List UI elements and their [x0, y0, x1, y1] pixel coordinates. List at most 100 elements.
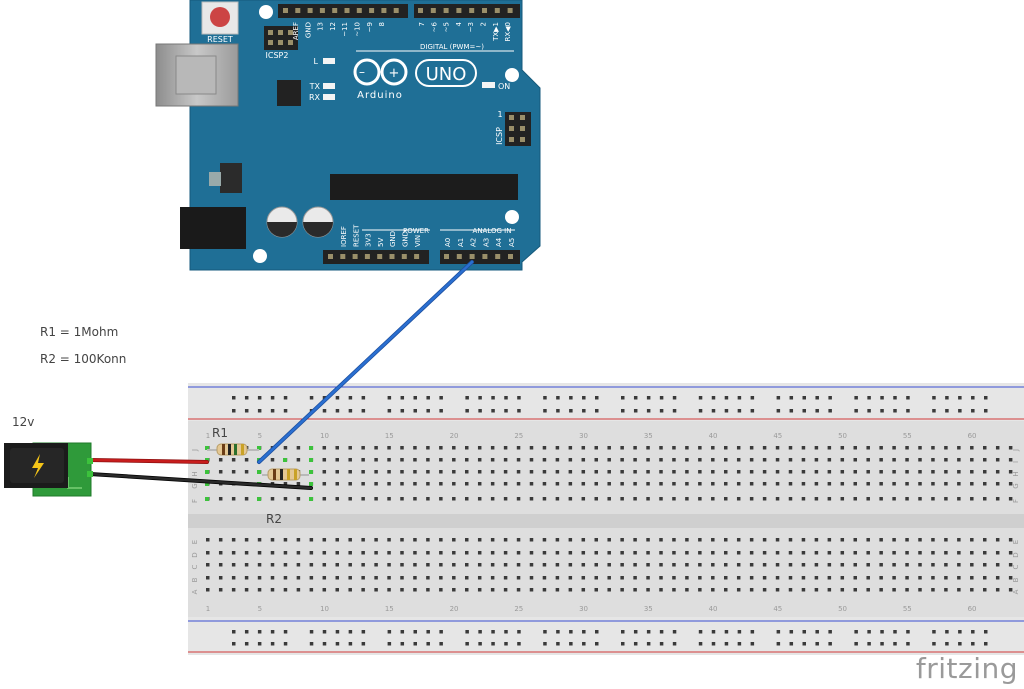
rail-hole: [387, 642, 392, 646]
breadboard-hole: [814, 482, 819, 486]
r1-value-note: R1 = 1Mohm: [40, 325, 119, 339]
column-number: 45: [773, 432, 782, 440]
rail-hole: [232, 642, 236, 646]
breadboard-hole: [452, 538, 456, 542]
rail-hole: [569, 409, 573, 413]
breadboard-hole: [490, 576, 495, 580]
breadboard-hole: [374, 482, 378, 486]
breadboard-hole: [529, 470, 534, 474]
breadboard-hole: [374, 458, 378, 462]
breadboard-hole: [1008, 470, 1013, 474]
header-pin: [393, 8, 399, 13]
breadboard-hole: [892, 458, 896, 462]
rail-hole: [361, 642, 366, 646]
breadboard-hole: [931, 458, 935, 462]
resistor-r2[interactable]: [262, 468, 309, 481]
breadboard-hole: [698, 588, 702, 592]
breadboard-hole: [931, 470, 935, 474]
breadboard-hole: [374, 576, 378, 580]
breadboard-hole: [918, 446, 922, 450]
dc-power-jack[interactable]: [4, 442, 93, 497]
breadboard-hole: [736, 538, 741, 542]
breadboard-hole: [814, 588, 819, 592]
arduino-uno-board[interactable]: RESET ICSP2 L TX RX – + UNO Arduino: [155, 0, 541, 271]
rail-hole: [478, 396, 482, 400]
breadboard-hole: [555, 470, 560, 474]
breadboard-hole: [206, 551, 210, 555]
breadboard-hole: [853, 576, 857, 580]
header-pin: [295, 8, 301, 13]
wire-black-gnd[interactable]: [88, 472, 313, 490]
breadboard-hole: [711, 576, 715, 580]
breadboard-hole: [387, 497, 391, 501]
header-pin: [381, 8, 387, 13]
breadboard-hole: [1008, 551, 1013, 555]
breadboard-hole: [788, 563, 793, 567]
wire-red-12v[interactable]: [88, 458, 209, 464]
breadboard-hole: [801, 470, 806, 474]
tx-led: [323, 83, 335, 89]
analog-header: [440, 250, 520, 264]
breadboard-hole: [490, 588, 495, 592]
breadboard-hole: [970, 538, 974, 542]
breadboard-hole: [944, 458, 948, 462]
wire-blue-a2[interactable]: [257, 260, 474, 464]
breadboard-hole: [944, 563, 948, 567]
breadboard-hole: [685, 538, 689, 542]
breadboard-hole: [542, 497, 547, 501]
rail-hole: [232, 396, 236, 400]
breadboard-hole: [607, 458, 611, 462]
breadboard-hole: [918, 588, 922, 592]
breadboard-hole: [970, 563, 974, 567]
breadboard-hole: [698, 482, 702, 486]
breadboard-hole: [413, 446, 417, 450]
breadboard-hole: [270, 458, 275, 462]
rail-hole: [724, 409, 729, 413]
breadboard-hole: [905, 470, 909, 474]
rail-hole: [867, 642, 871, 646]
rail-hole: [984, 409, 988, 413]
breadboard-hole: [503, 538, 508, 542]
breadboard-hole: [749, 470, 754, 474]
breadboard-hole: [983, 446, 987, 450]
breadboard-hole: [348, 538, 352, 542]
breadboard-hole: [244, 458, 249, 462]
resistor-r1[interactable]: [207, 443, 259, 456]
analog-pin-label: A0: [444, 238, 452, 247]
rail-hole: [854, 630, 858, 634]
breadboard-hole: [413, 563, 417, 567]
breadboard-hole: [724, 538, 728, 542]
breadboard-hole: [957, 538, 961, 542]
breadboard-hole: [749, 551, 754, 555]
breadboard-hole: [374, 497, 378, 501]
rail-hole: [478, 409, 482, 413]
breadboard-hole: [711, 538, 715, 542]
breadboard-hole: [335, 482, 339, 486]
breadboard-hole: [995, 563, 1000, 567]
breadboard-hole: [749, 458, 754, 462]
reset-button-cap[interactable]: [210, 7, 230, 27]
breadboard-hole: [400, 538, 404, 542]
breadboard-hole: [322, 576, 327, 580]
breadboard-hole: [529, 551, 534, 555]
rail-hole: [776, 630, 781, 634]
breadboard-hole: [918, 497, 922, 501]
rail-hole: [244, 642, 249, 646]
breadboard-hole: [659, 588, 663, 592]
breadboard-hole: [400, 482, 404, 486]
breadboard-hole: [296, 482, 301, 486]
breadboard-hole: [296, 563, 301, 567]
dc-barrel-jack: [180, 207, 246, 249]
breadboard-hole: [555, 446, 560, 450]
breadboard-hole: [477, 563, 482, 567]
breadboard-hole: [490, 470, 495, 474]
breadboard-hole: [296, 576, 301, 580]
breadboard-hole: [516, 551, 521, 555]
rail-hole: [543, 396, 547, 400]
icsp-label: ICSP: [495, 127, 504, 145]
breadboard-hole: [490, 538, 495, 542]
breadboard-hole: [426, 576, 430, 580]
breadboard-hole: [892, 497, 896, 501]
breadboard-hole: [503, 563, 508, 567]
